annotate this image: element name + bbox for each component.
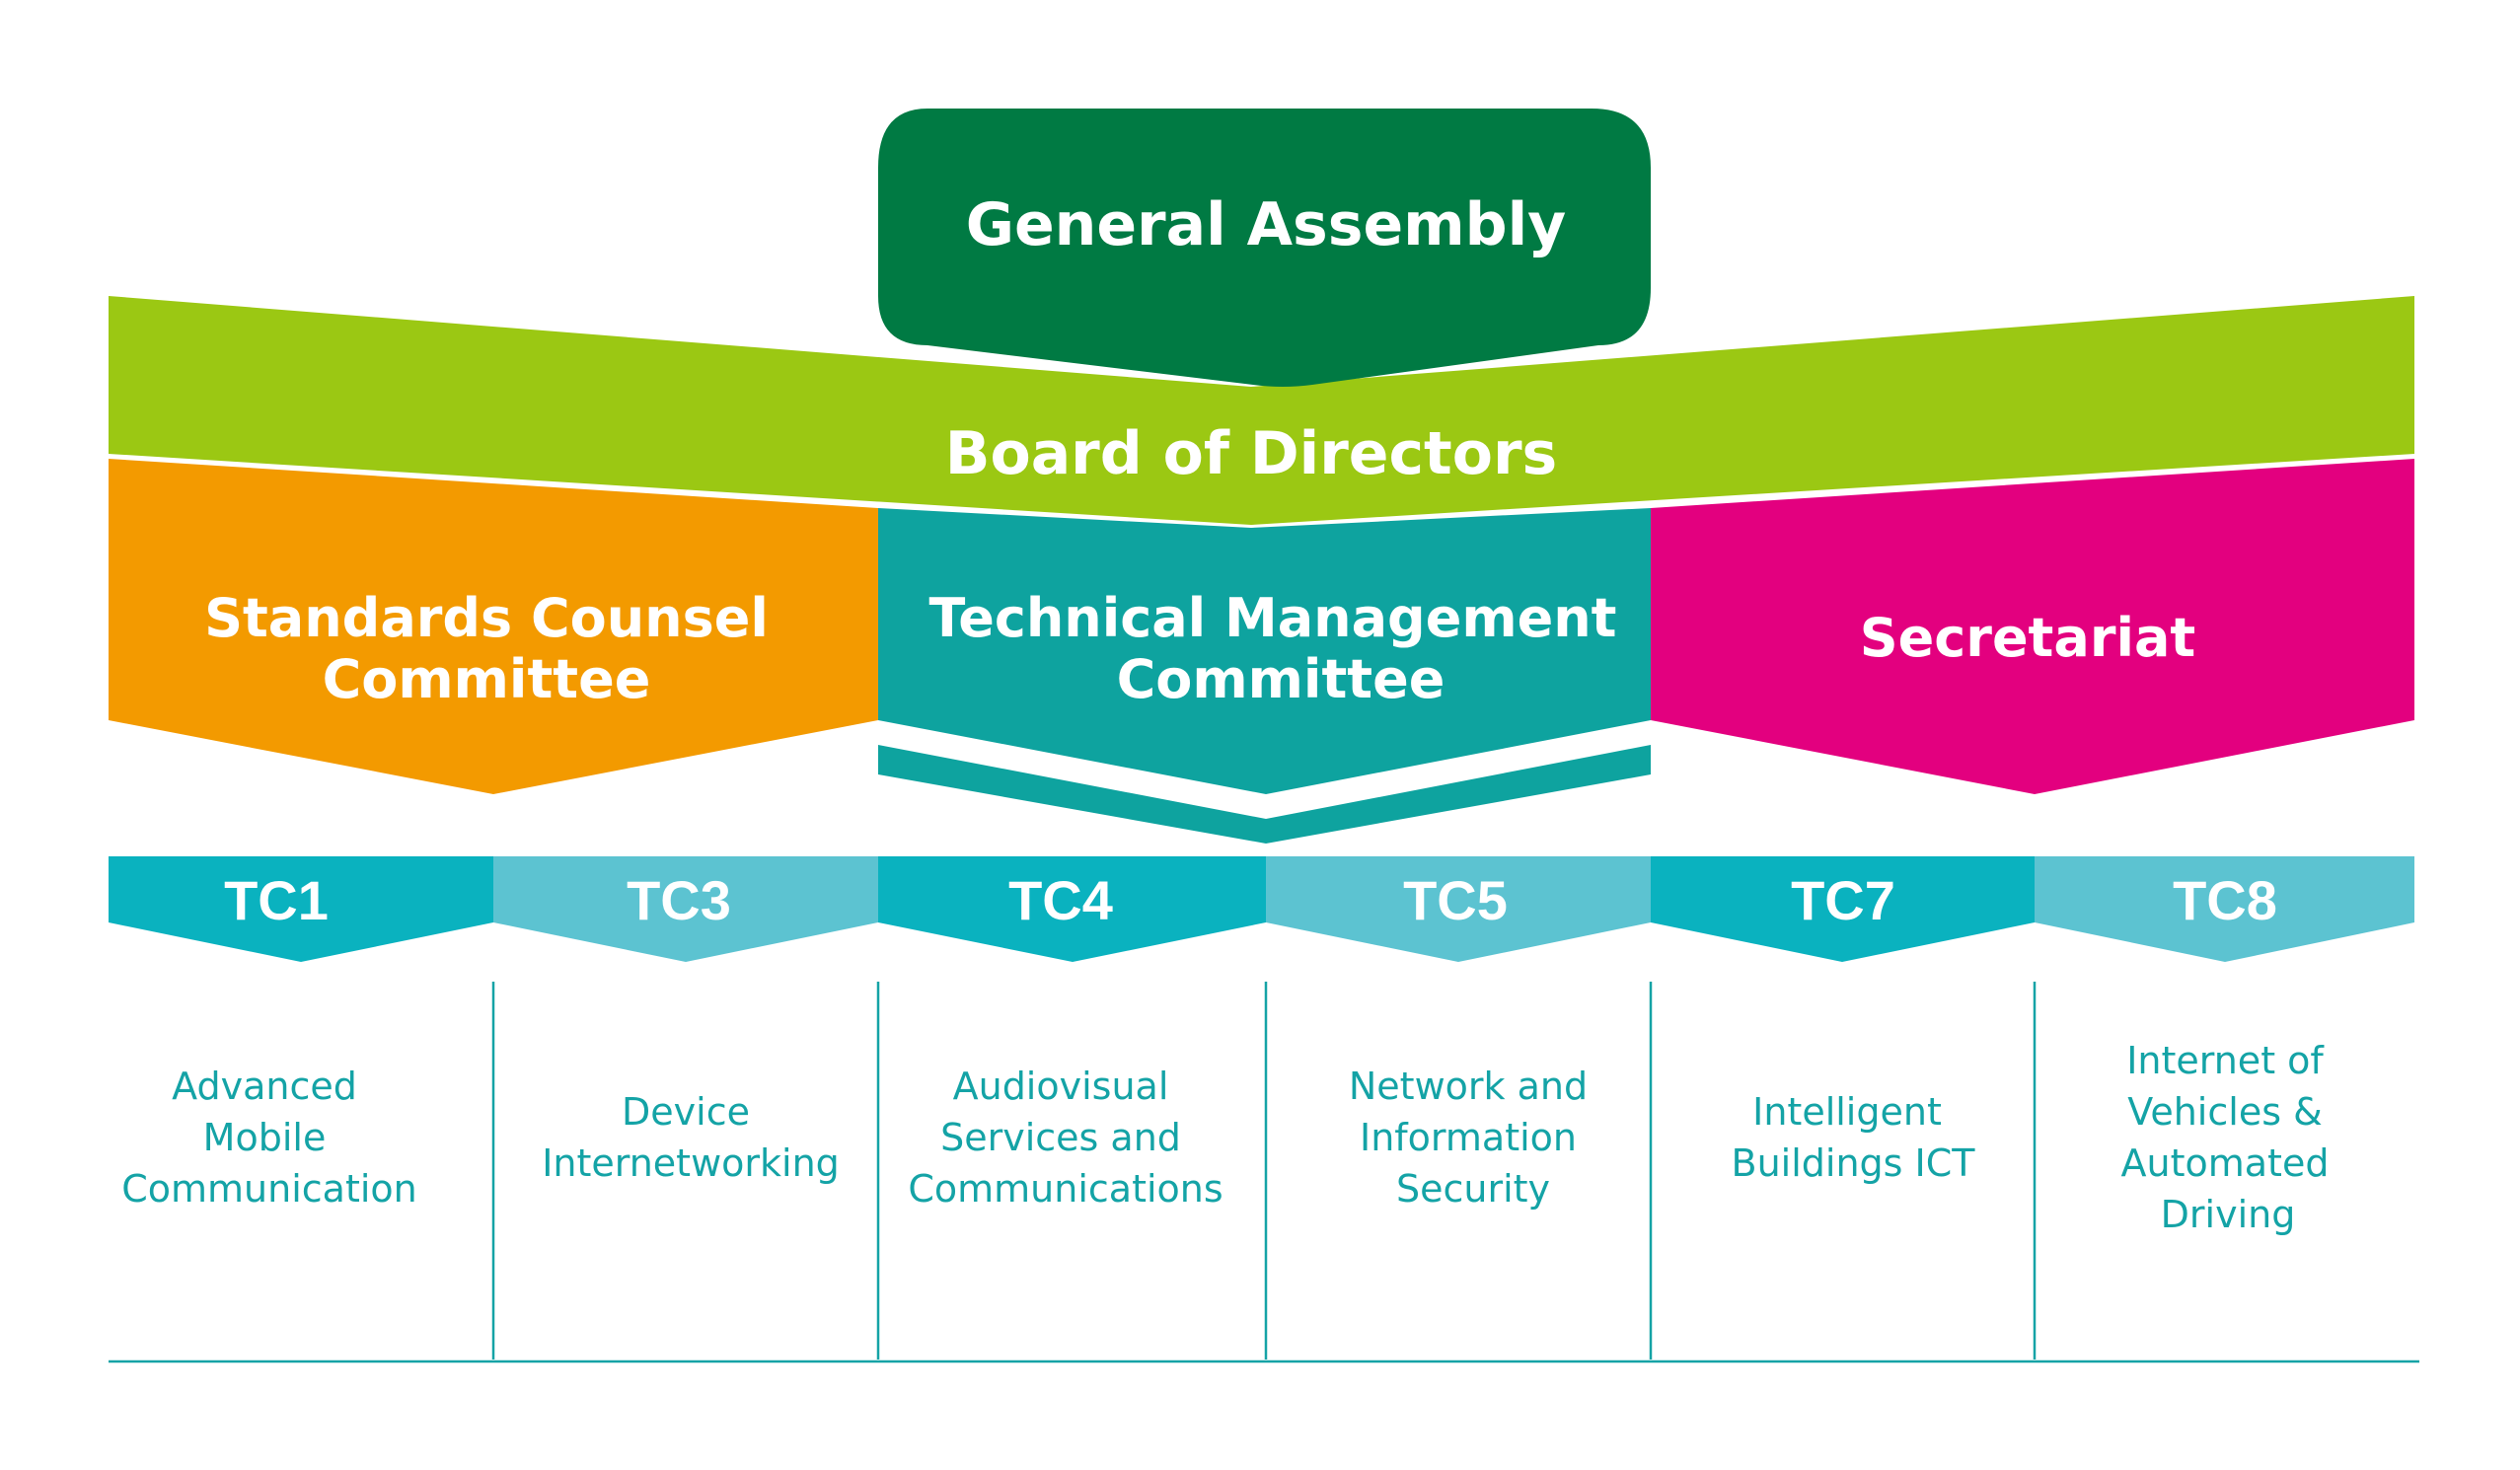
tc8-description-line2: Vehicles & [2127, 1090, 2322, 1134]
general-assembly-box [878, 109, 1651, 387]
tc3-description-line2: Internetworking [542, 1141, 840, 1185]
secretariat-label: Secretariat [1860, 607, 2195, 669]
secretariat-box [1651, 459, 2414, 794]
tc3-description-line1: Device [622, 1090, 750, 1134]
tc8-banner [2035, 856, 2414, 962]
standards-committee-label-line2: Committee [323, 648, 651, 710]
tc4-description-line1: Audiovisual [953, 1065, 1169, 1108]
column-dividers [491, 982, 2037, 1360]
tc7-description-line1: Intelligent [1752, 1090, 1942, 1134]
tc1-description-line1: Advanced [172, 1065, 357, 1108]
technical-committee-label-line2: Committee [1117, 648, 1445, 710]
tc7-description-line2: Buildings ICT [1732, 1141, 1976, 1185]
tc3-label: TC3 [627, 869, 731, 931]
tc1-description-line3: Communication [121, 1167, 417, 1211]
tc1-label: TC1 [224, 869, 329, 931]
general-assembly-label: General Assembly [966, 190, 1567, 259]
standards-committee-box [109, 459, 878, 794]
board-label: Board of Directors [945, 419, 1558, 488]
board-band [109, 296, 2414, 525]
tc4-label: TC4 [1008, 869, 1113, 931]
tc8-description-line3: Automated [2121, 1141, 2330, 1185]
tc5-description-line2: Information [1360, 1116, 1577, 1159]
technical-committee-box [878, 508, 1651, 794]
standards-committee-label-line1: Standards Counsel [204, 587, 769, 649]
tc5-banner [1266, 856, 1651, 962]
tc5-description-line3: Security [1396, 1167, 1550, 1211]
tc8-description-line4: Driving [2161, 1193, 2296, 1236]
tc5-description-line1: Network and [1349, 1065, 1588, 1108]
tc5-label: TC5 [1403, 869, 1508, 931]
tc1-description-line2: Mobile [203, 1116, 327, 1159]
tc8-label: TC8 [2173, 869, 2277, 931]
tc4-description-line2: Services and [940, 1116, 1181, 1159]
tc1-banner [109, 856, 493, 962]
tc4-banner [878, 856, 1266, 962]
tc4-description-line3: Communications [908, 1167, 1223, 1211]
technical-committee-label-line1: Technical Management [929, 587, 1617, 649]
tc7-banner [1651, 856, 2035, 962]
tc7-label: TC7 [1791, 869, 1895, 931]
technical-committee-underline-chevron [878, 745, 1651, 844]
tc3-banner [493, 856, 878, 962]
tc8-description-line1: Internet of [2126, 1039, 2325, 1082]
